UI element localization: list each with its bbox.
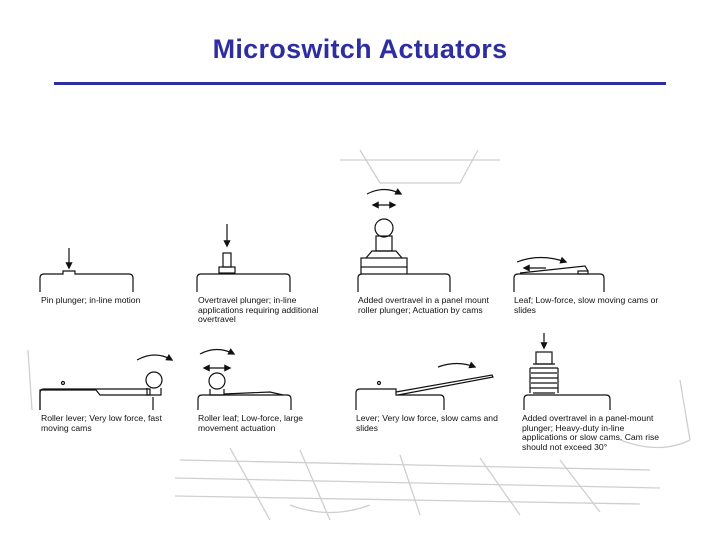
- caption-leaf: Leaf; Low-force, slow moving cams or sli…: [514, 295, 659, 315]
- title-underline: [54, 82, 666, 85]
- roller-leaf-drawing: [197, 348, 292, 410]
- lever-drawing: [355, 361, 494, 410]
- caption-panel-mount-plunger: Added overtravel in a panel-mount plunge…: [522, 413, 660, 452]
- caption-pin-plunger: Pin plunger; in-line motion: [41, 295, 141, 305]
- caption-roller-lever: Roller lever; Very low force, fast movin…: [41, 413, 162, 433]
- background-sketch: [27, 149, 691, 521]
- caption-panel-roller-plunger: Added overtravel in a panel mount roller…: [358, 295, 489, 315]
- pin-plunger-drawing: [39, 248, 134, 292]
- page-title: Microswitch Actuators: [212, 34, 508, 64]
- caption-roller-leaf: Roller leaf; Low-force, large movement a…: [198, 413, 304, 433]
- overtravel-plunger-drawing: [196, 224, 291, 292]
- panel-roller-plunger-drawing: [357, 188, 451, 292]
- panel-mount-plunger-drawing: [523, 333, 611, 410]
- caption-overtravel-plunger: Overtravel plunger; in-line applications…: [198, 295, 319, 324]
- caption-lever: Lever; Very low force, slow cams and sli…: [356, 413, 498, 433]
- roller-lever-drawing: [39, 353, 174, 410]
- leaf-drawing: [513, 256, 605, 292]
